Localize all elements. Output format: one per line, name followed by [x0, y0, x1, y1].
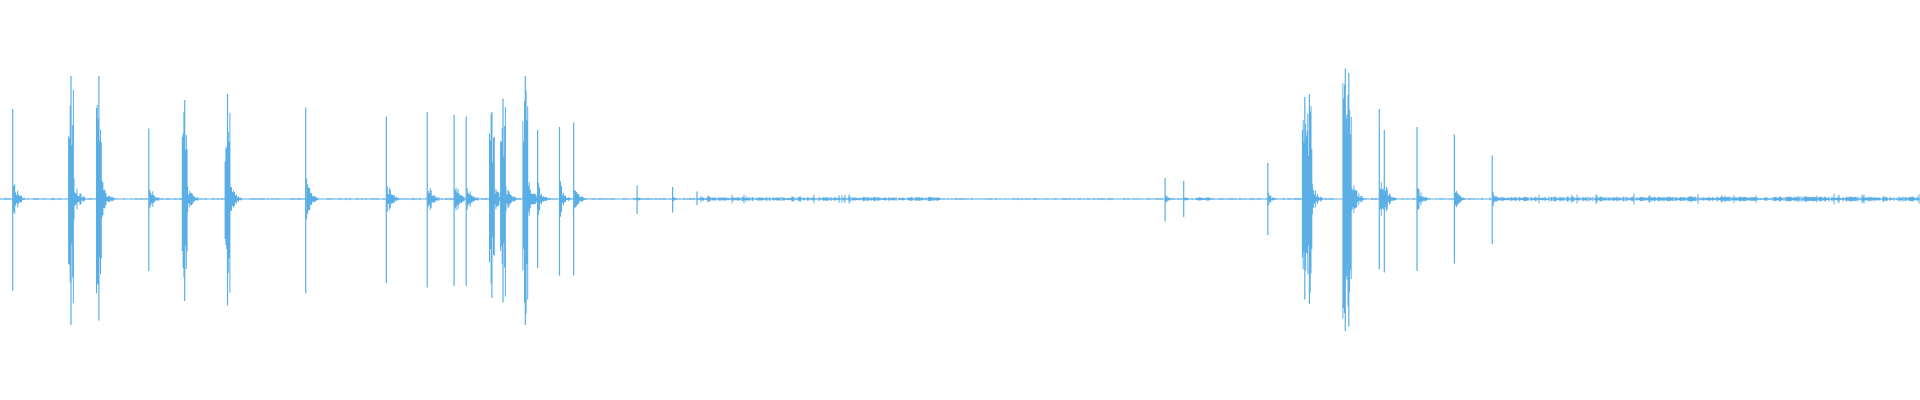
waveform-decay [697, 198, 705, 200]
waveform-transient [696, 191, 705, 205]
waveform-transient [224, 94, 241, 306]
waveform-transient [96, 76, 114, 321]
waveform-transient [573, 122, 586, 276]
waveform-decay [1268, 193, 1277, 205]
waveform-transient [522, 76, 540, 325]
waveform-decay [560, 181, 571, 217]
waveform-transient [1383, 130, 1396, 273]
waveform-transient [1491, 155, 1502, 244]
waveform-transient [500, 98, 517, 303]
waveform-transient [465, 116, 479, 286]
waveform-decay [1417, 188, 1429, 210]
waveform-decay [1345, 94, 1365, 307]
waveform-transient [426, 112, 440, 288]
waveform-transient [305, 107, 319, 294]
waveform-decay [538, 183, 550, 215]
waveform-decay [96, 105, 114, 294]
waveform-transient [385, 116, 399, 283]
waveform-transient [453, 115, 467, 286]
waveform-transient [1306, 94, 1323, 304]
waveform-decay [574, 190, 586, 208]
waveform-transient [148, 128, 161, 271]
waveform-decay [1454, 190, 1465, 208]
waveform-noise-region [700, 194, 941, 204]
waveform-decay [68, 89, 86, 304]
waveform-decay [1306, 106, 1323, 293]
waveform-decay [181, 112, 199, 278]
waveform-transient [12, 109, 26, 291]
waveform-noise-region [1497, 193, 1920, 205]
waveform-transient [1267, 163, 1277, 235]
waveform-decay [1384, 186, 1396, 212]
waveform-decay [224, 112, 241, 293]
waveform-transient [536, 130, 550, 268]
waveform-decay [386, 186, 399, 212]
waveform-decay [427, 188, 440, 210]
waveform-decay [1165, 195, 1174, 203]
waveform-noise-region [1195, 197, 1213, 201]
waveform-transient [68, 76, 86, 325]
waveform-decay [466, 188, 479, 210]
waveform-decay [13, 184, 26, 214]
waveform-decay [454, 187, 467, 211]
waveform-transient [671, 187, 681, 213]
waveform-transient [558, 127, 571, 276]
waveform-decay [306, 178, 319, 220]
waveform-transient [181, 100, 199, 301]
waveform-decay [1492, 192, 1502, 206]
waveform-decay [1184, 197, 1192, 201]
waveform-decay [500, 107, 517, 297]
waveform-marks [0, 68, 1920, 331]
waveform-transient [1345, 73, 1365, 327]
waveform-transient [1378, 109, 1392, 270]
waveform-decay [637, 197, 645, 201]
waveform-decay [673, 196, 681, 202]
waveform-decay [149, 189, 161, 209]
waveform-transient [1164, 178, 1174, 222]
waveform-transient [636, 185, 645, 214]
waveform-transient [1183, 181, 1192, 217]
waveform-transient [1416, 127, 1429, 271]
waveform-transient [1453, 134, 1465, 264]
